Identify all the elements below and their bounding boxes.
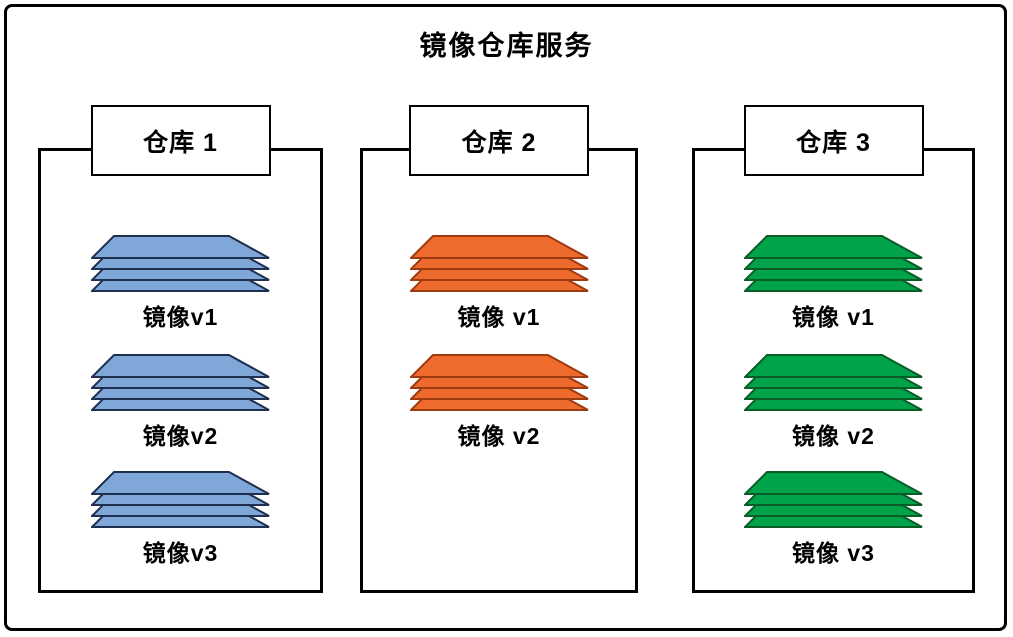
repo-label-3: 仓库 3 (743, 105, 924, 176)
repo-label-1: 仓库 1 (90, 105, 271, 176)
layer-stack-icon (91, 354, 270, 411)
layer-stack-icon (744, 471, 923, 528)
image-stack-r1-v3: 镜像v3 (38, 471, 323, 568)
image-stack-r1-v1: 镜像v1 (38, 235, 323, 332)
repo-label-2: 仓库 2 (409, 105, 589, 176)
image-label: 镜像 v3 (792, 540, 875, 566)
image-stack-r3-v1: 镜像 v1 (692, 235, 975, 332)
repo-label-text: 仓库 1 (143, 128, 218, 157)
repo-label-text: 仓库 3 (796, 128, 871, 157)
repo-label-text: 仓库 2 (461, 128, 537, 157)
image-label: 镜像 v1 (792, 304, 875, 330)
repo-group-2: 仓库 2 镜像 v1 镜像 (360, 105, 638, 593)
image-label: 镜像 v2 (792, 423, 875, 449)
image-stack-r3-v3: 镜像 v3 (692, 471, 975, 568)
repo-group-3: 仓库 3 镜像 v1 镜像 (692, 105, 975, 593)
layer-stack-icon (744, 354, 923, 411)
layer-stack-icon (91, 471, 270, 528)
outer-frame (4, 4, 1007, 631)
repo-group-1: 仓库 1 镜像v1 镜像v2 (38, 105, 323, 593)
diagram-title: 镜像仓库服务 (419, 31, 594, 61)
layer-stack-icon (409, 235, 588, 292)
image-stack-r3-v2: 镜像 v2 (692, 354, 975, 451)
image-label: 镜像v3 (142, 540, 219, 566)
image-label: 镜像v2 (142, 423, 219, 449)
image-label: 镜像v1 (142, 304, 219, 330)
image-stack-r1-v2: 镜像v2 (38, 354, 323, 451)
layer-stack-icon (91, 235, 270, 292)
image-label: 镜像 v2 (457, 423, 541, 449)
image-stack-r2-v2: 镜像 v2 (360, 354, 638, 451)
image-label: 镜像 v1 (457, 304, 541, 330)
layer-stack-icon (744, 235, 923, 292)
layer-stack-icon (409, 354, 588, 411)
image-stack-r2-v1: 镜像 v1 (360, 235, 638, 332)
